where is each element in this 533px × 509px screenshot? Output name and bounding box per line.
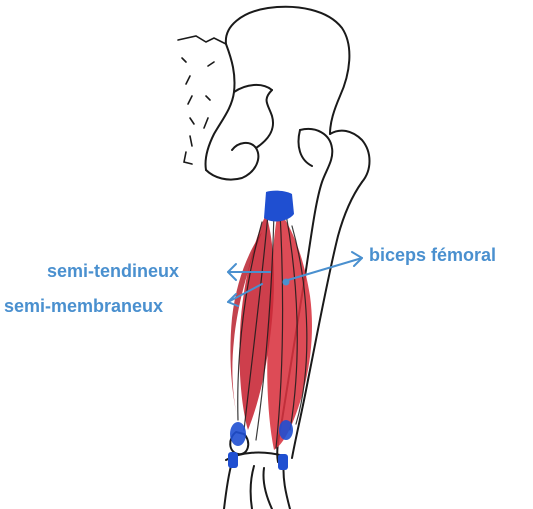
pelvis-sketch <box>205 7 369 182</box>
hamstring-muscles <box>230 210 312 450</box>
label-semi-membraneux: semi-membraneux <box>4 296 163 316</box>
distal-tendon-lateral <box>279 420 293 440</box>
sacrum-sketch <box>178 36 226 164</box>
distal-tendon-insertion-left <box>228 452 238 468</box>
proximal-tendon <box>264 191 294 222</box>
label-biceps-femoral: biceps fémoral <box>369 245 496 265</box>
biceps-femoris-muscle <box>267 210 312 450</box>
distal-tendon-medial <box>230 422 246 446</box>
distal-tendon-insertion-right <box>278 454 288 470</box>
label-semi-tendineux: semi-tendineux <box>47 261 179 281</box>
